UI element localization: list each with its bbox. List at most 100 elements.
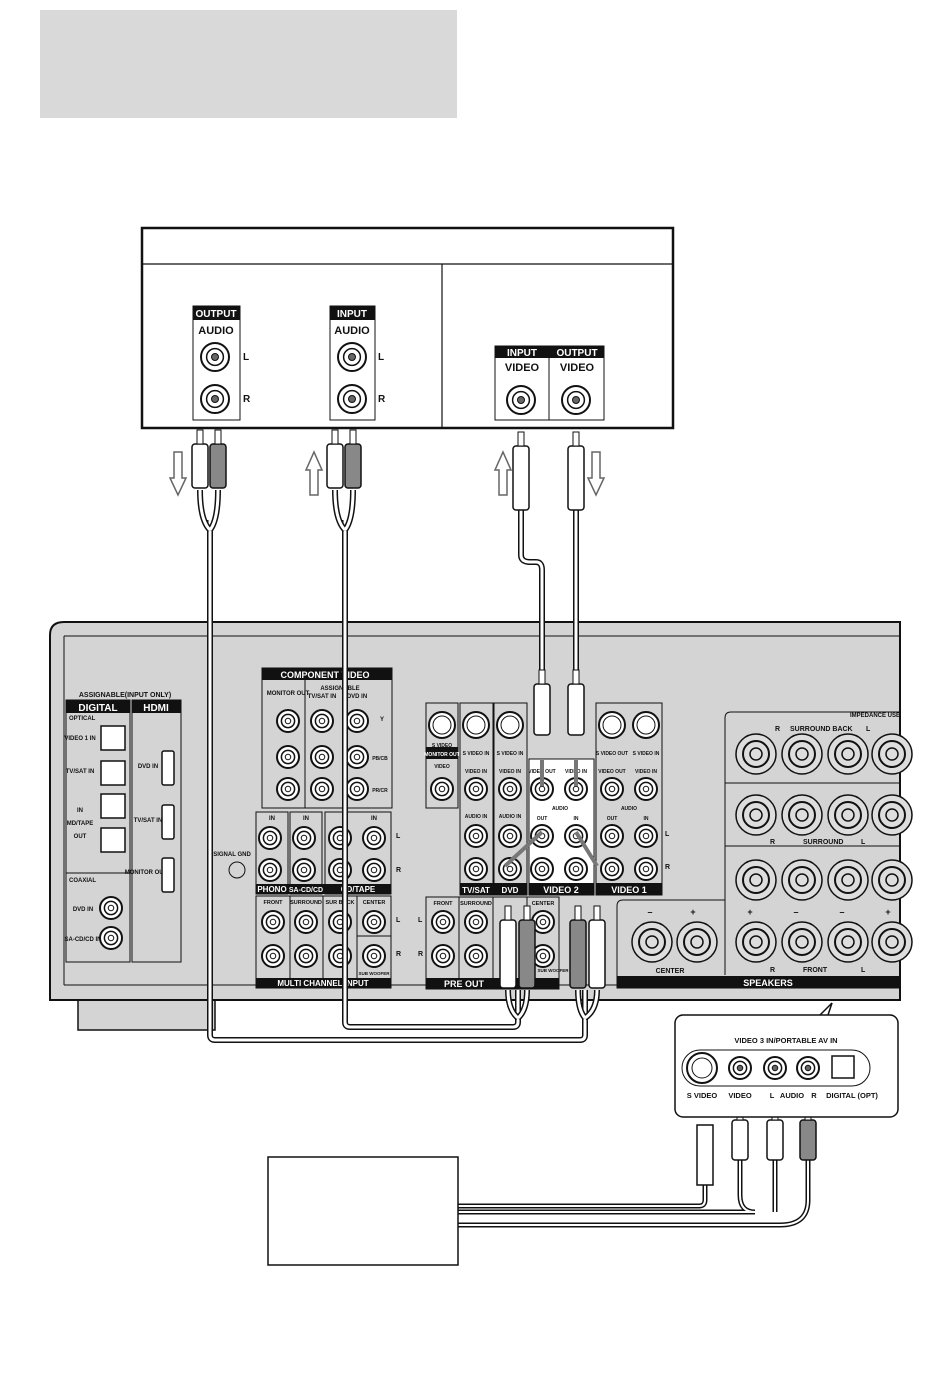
rca-plug-icon — [191, 443, 209, 489]
rca-jack-pin — [300, 834, 308, 842]
rca-plug-tip — [349, 429, 357, 445]
hdmi-jack-icon — [161, 857, 175, 893]
pre-out-label: PRE OUT — [444, 979, 485, 989]
rca-jack-ring — [435, 914, 451, 930]
rca-jack-ring — [468, 861, 484, 877]
speaker-terminal-icon — [735, 733, 777, 775]
rca-jack-ring — [342, 389, 362, 409]
phono-label: PHONO — [257, 885, 286, 894]
rca-jack-pin — [336, 918, 344, 926]
rca-jack-pin — [472, 918, 480, 926]
rca-jack-pin — [353, 753, 361, 761]
rca-jack-ring — [535, 948, 551, 964]
cdtape-label: CD/TAPE — [341, 885, 376, 894]
rca-jack-ring — [349, 749, 365, 765]
fp-r-label: R — [811, 1091, 817, 1100]
rca-plug-icon — [533, 683, 551, 736]
coax-sacd-in-label: SA-CD/CD IN — [65, 937, 102, 943]
comp-monitor-out-label: MONITOR OUT — [267, 691, 310, 697]
front-label: FRONT — [803, 967, 828, 974]
subwoofer-label: SUB WOOFER — [538, 968, 570, 973]
fp-s-video-label: S VIDEO — [687, 1091, 718, 1100]
l-label: L — [861, 967, 866, 974]
rca-jack-pin — [506, 785, 514, 793]
r-label: R — [665, 864, 670, 871]
speaker-terminal-pin — [841, 873, 855, 887]
rca-jack-pin — [370, 834, 378, 842]
rca-jack-ring — [534, 861, 550, 877]
rca-plug-icon — [731, 1119, 749, 1161]
optical-jack-icon — [100, 827, 126, 853]
speaker-terminal-icon — [781, 921, 823, 963]
digital-label: DIGITAL — [78, 703, 117, 714]
speaker-terminal-ring — [788, 866, 816, 894]
rca-jack-pin — [284, 753, 292, 761]
rca-plug-icon — [799, 1119, 817, 1161]
rca-jack-pin — [608, 832, 616, 840]
rca-jack-ring — [511, 390, 531, 410]
rca-jack-ring — [262, 862, 278, 878]
rca-jack-pin — [318, 717, 326, 725]
rca-jack-ring — [366, 948, 382, 964]
speaker-terminal-icon — [781, 794, 823, 836]
multi-channel-input-label: MULTI CHANNEL INPUT — [277, 979, 368, 988]
s-video-jack-ring — [466, 715, 486, 735]
plus-label: + — [690, 907, 695, 917]
rca-jack-pin — [506, 832, 514, 840]
speaker-terminal-pin — [795, 873, 809, 887]
speaker-terminal-ring — [788, 740, 816, 768]
rca-jack-pin — [211, 353, 219, 361]
rca-plug-icon — [569, 919, 587, 989]
rca-jack-ring — [349, 781, 365, 797]
speaker-terminal-icon — [827, 733, 869, 775]
rca-jack-ring — [502, 828, 518, 844]
input-label: INPUT — [337, 309, 367, 320]
rca-plug-tip — [572, 431, 580, 447]
video-label: VIDEO — [560, 362, 595, 374]
rca-jack-pin — [771, 1064, 779, 1072]
rca-jack-pin — [608, 785, 616, 793]
rca-jack-pin — [439, 952, 447, 960]
jack-label: VIDEO IN — [499, 769, 521, 775]
s-video-jack-ring — [602, 715, 622, 735]
jack-label: OUT — [537, 816, 548, 822]
rca-jack-pin — [302, 918, 310, 926]
minus-label: – — [839, 907, 844, 917]
hdmi-tvsat-in-label: TV/SAT IN — [134, 818, 163, 824]
rca-jack-pin — [336, 834, 344, 842]
jack-label: IN — [644, 816, 649, 822]
rca-jack-ring — [314, 713, 330, 729]
rca-plug-tip — [538, 669, 546, 685]
speaker-terminal-pin — [841, 808, 855, 822]
rca-jack-pin — [736, 1064, 744, 1072]
rca-jack-ring — [568, 828, 584, 844]
out-label: OUT — [74, 834, 87, 840]
rca-jack-ring — [638, 781, 654, 797]
speaker-terminal-pin — [795, 808, 809, 822]
rca-jack-ring — [468, 828, 484, 844]
rca-jack-pin — [472, 832, 480, 840]
rca-plug-icon — [567, 445, 585, 511]
external-device: OUTPUT AUDIO L R INPUT AUDIO L R INPUT O… — [140, 226, 675, 430]
jack-label: OUT — [607, 816, 618, 822]
comp-tvsat-in-label: TV/SAT IN — [308, 694, 337, 700]
jack-label: S VIDEO IN — [497, 751, 524, 757]
speaker-terminal-pin — [749, 935, 763, 949]
rca-plug-icon — [567, 683, 585, 736]
tvsat-label: TV/SAT — [462, 886, 490, 895]
rca-jack-pin — [517, 396, 525, 404]
rca-jack-pin — [302, 952, 310, 960]
fp-audio-label: AUDIO — [780, 1091, 804, 1100]
audio-output-panel: OUTPUT AUDIO L R — [192, 305, 251, 421]
rca-jack-pin — [572, 396, 580, 404]
rca-jack-pin — [539, 952, 547, 960]
speaker-terminal-pin — [795, 935, 809, 949]
s-video-jack-icon — [686, 1052, 718, 1084]
comp-dvd-in-label: DVD IN — [347, 694, 367, 700]
in-label: IN — [303, 816, 309, 822]
speaker-terminal-icon — [735, 921, 777, 963]
rca-plug-tip — [331, 429, 339, 445]
rca-jack-pin — [439, 918, 447, 926]
rca-jack-ring — [732, 1060, 748, 1076]
